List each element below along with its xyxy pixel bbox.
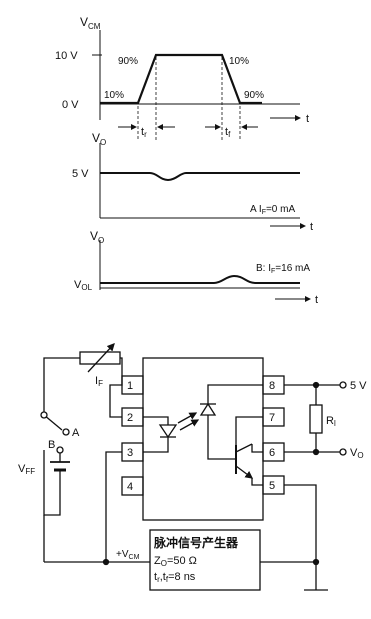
switch-contact-b	[56, 446, 64, 454]
label-5v: 5 V	[72, 168, 89, 180]
vo-junction	[312, 448, 320, 456]
vcm-time-label: t	[306, 113, 309, 125]
pin-8-label: 8	[269, 380, 275, 392]
generator-impedance: ZO=50 Ω	[154, 555, 197, 568]
pin8-wire	[207, 384, 263, 404]
switch-pivot	[40, 411, 48, 419]
led-anode-wire	[143, 416, 169, 425]
pin7-wire	[235, 416, 263, 459]
rl-label: Rl	[326, 415, 336, 428]
pulse-generator-box	[149, 529, 261, 591]
label-vol: VOL	[74, 279, 93, 292]
switch-contact-a	[62, 428, 70, 436]
pin5-to-ground-wire	[284, 484, 317, 590]
optocoupler-ic-body	[142, 357, 264, 521]
ground-junction	[312, 558, 320, 566]
vcm-junction	[102, 558, 110, 566]
pin-7-label: 7	[269, 412, 275, 424]
label-fall-10: 10%	[229, 56, 249, 67]
vo-b-time-label: t	[315, 294, 318, 306]
battery-bottom-wire	[43, 450, 61, 516]
label-rise-10: 10%	[104, 90, 124, 101]
vo-b-trace	[100, 274, 300, 284]
base-wire	[207, 428, 236, 460]
transistor-emitter	[235, 465, 254, 479]
pin-2-label: 2	[127, 412, 133, 424]
waveform-vo-case-a: VO 5 V A IF=0 mA t	[72, 131, 313, 233]
vo-b-axis-label: VO	[90, 229, 104, 245]
photodiode-symbol	[199, 402, 217, 416]
pin-3-label: 3	[127, 447, 133, 459]
vcm-axis-label: VCM	[80, 15, 101, 31]
vcm-label: +VCM	[116, 549, 140, 561]
switch-b-label: B	[48, 439, 55, 451]
pin-4-box	[121, 476, 144, 496]
pin-4-label: 4	[127, 481, 133, 493]
label-tr: tr	[141, 126, 147, 139]
vo-a-case-label: A IF=0 mA	[250, 204, 295, 216]
pin6-wire	[251, 444, 263, 453]
light-arrow-2	[179, 419, 200, 431]
pin-5-label: 5	[269, 480, 275, 492]
pin-6-label: 6	[269, 447, 275, 459]
led-cathode-wire	[143, 437, 169, 453]
generator-risefall: tr,tf=8 ns	[154, 571, 196, 584]
waveform-vo-case-b: VO VOL B: IF=16 mA t	[74, 229, 318, 306]
switch-a-label: A	[72, 427, 80, 439]
load-resistor-rl	[309, 404, 323, 434]
pin5-wire	[251, 478, 263, 486]
label-10v: 10 V	[55, 50, 78, 62]
circuit-labels: 1 2 3 4 5 6 7 8 IF A B VFF +VCM 5 V Rl V…	[18, 375, 367, 584]
light-arrow-1	[177, 412, 198, 424]
label-0v: 0 V	[62, 99, 79, 111]
pin-1-label: 1	[127, 380, 133, 392]
vff-label: VFF	[18, 463, 35, 476]
resistor-to-pin2-wire	[109, 357, 123, 418]
vo-a-axis-label: VO	[92, 131, 106, 147]
test-circuit	[40, 343, 347, 591]
vo-a-time-label: t	[310, 221, 313, 233]
switch-blade	[43, 414, 63, 431]
label-fall-90: 90%	[244, 90, 264, 101]
vo-a-trace	[100, 172, 300, 182]
pin3-to-vcm-wire	[105, 451, 122, 562]
supply-5v-label: 5 V	[350, 380, 367, 392]
waveform-vcm: VCM 10 V 0 V 90% 10% 10% 90% t tr tf	[55, 15, 309, 140]
label-tf: tf	[225, 126, 231, 139]
input-led-symbol	[158, 424, 178, 439]
transistor-collector	[235, 443, 253, 453]
resistor-left-wire	[43, 357, 80, 415]
variable-resistor-arrow	[87, 343, 115, 373]
variable-resistor	[79, 351, 121, 365]
vo-output-label: VO	[350, 447, 364, 460]
supply-terminal	[339, 381, 347, 389]
vcm-pulse	[100, 53, 262, 105]
if-label: IF	[95, 375, 103, 388]
label-rise-90: 90%	[118, 56, 138, 67]
vo-terminal	[339, 448, 347, 456]
generator-title: 脉冲信号产生器	[153, 535, 239, 550]
vo-b-case-label: B: IF=16 mA	[256, 263, 310, 275]
